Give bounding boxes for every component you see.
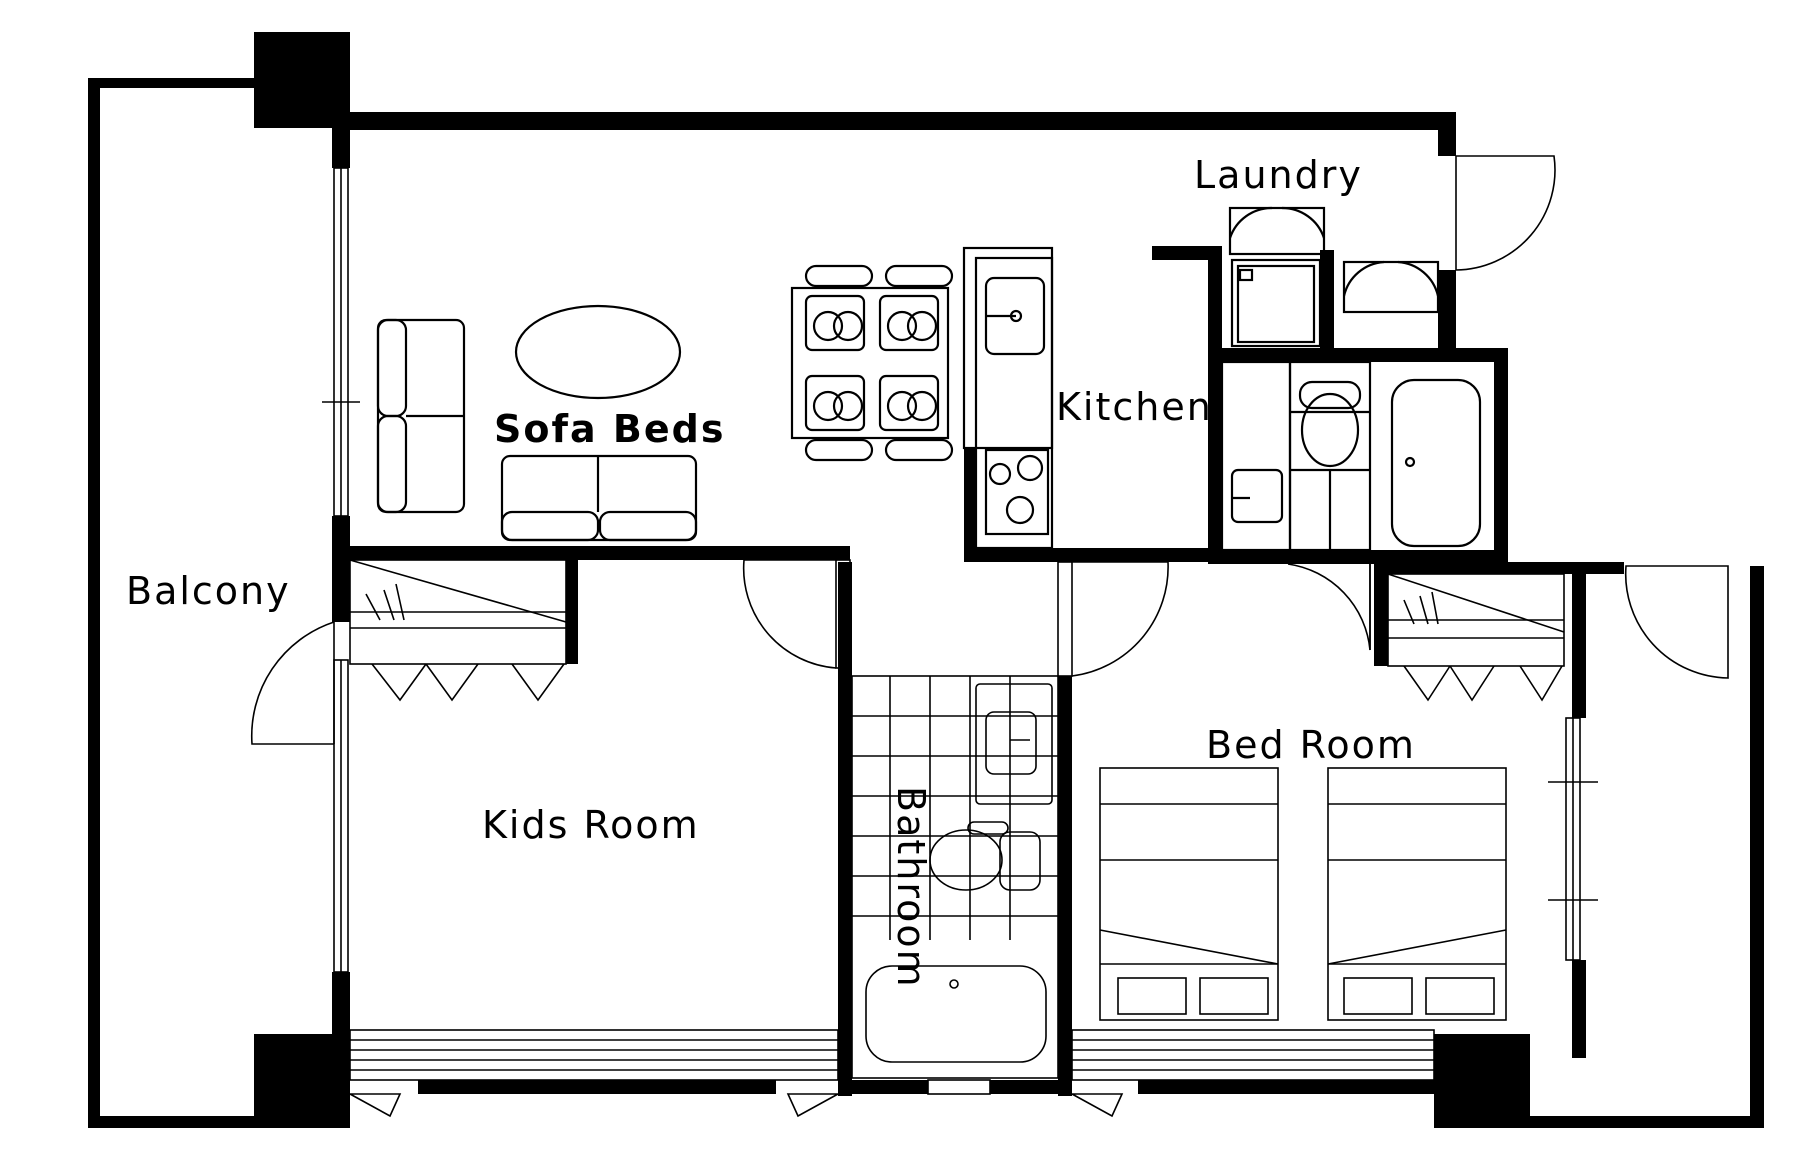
balcony-bottom-rail bbox=[88, 1116, 256, 1128]
laundry-wall-left bbox=[1208, 246, 1222, 562]
kitchen-furniture bbox=[962, 246, 1054, 550]
left-wall-a bbox=[332, 128, 350, 168]
entrance-wall-top bbox=[1438, 112, 1456, 156]
bathtub-lower bbox=[865, 965, 1047, 1063]
coffee-table bbox=[514, 304, 682, 400]
beds bbox=[1099, 767, 1507, 1021]
corridor-right-wall bbox=[1750, 566, 1764, 1128]
wc-wall-right bbox=[1494, 348, 1508, 564]
laundry-furniture bbox=[1228, 206, 1440, 348]
wc-wall-bottom bbox=[1208, 550, 1508, 564]
label-bed-room: Bed Room bbox=[1206, 723, 1416, 767]
bath-right-wall bbox=[1058, 676, 1072, 1096]
dining-table bbox=[790, 286, 950, 440]
bath-left-wall bbox=[838, 562, 852, 1096]
bed-closet-wall-left bbox=[1374, 562, 1388, 666]
kids-closet bbox=[349, 559, 567, 702]
balcony-outer-wall bbox=[88, 78, 100, 1128]
bath-bottom-wall-b bbox=[990, 1080, 1072, 1094]
label-kids-room: Kids Room bbox=[482, 803, 700, 847]
label-kitchen: Kitchen bbox=[1056, 385, 1213, 429]
living-furniture bbox=[376, 264, 954, 542]
top-wall bbox=[350, 112, 1456, 130]
label-balcony: Balcony bbox=[126, 569, 291, 613]
column-top-left bbox=[254, 32, 350, 128]
toilet-upper bbox=[1300, 392, 1360, 468]
bed-bottom-wall bbox=[1138, 1080, 1436, 1094]
entrance-wall-bottom bbox=[1438, 270, 1456, 350]
label-sofa-beds: Sofa Beds bbox=[494, 407, 725, 451]
corridor-bottom-wall bbox=[1524, 1116, 1764, 1128]
doors bbox=[250, 155, 1729, 1118]
windows bbox=[322, 167, 1598, 1095]
living-kids-wall bbox=[332, 546, 850, 560]
stove bbox=[984, 448, 1050, 536]
left-wall-c bbox=[332, 972, 350, 1036]
label-laundry: Laundry bbox=[1194, 153, 1363, 197]
bed-top-wall bbox=[1374, 562, 1624, 574]
bed-right bbox=[1327, 767, 1507, 1021]
wc-wall-top bbox=[1208, 348, 1508, 362]
kitchen-left-wall bbox=[964, 448, 976, 560]
kids-closet-wall bbox=[566, 546, 578, 664]
wc-furniture bbox=[1220, 360, 1482, 552]
washing-machine bbox=[1230, 258, 1322, 348]
laundry-wall-top bbox=[1152, 246, 1222, 260]
walls bbox=[88, 32, 1764, 1128]
kids-bottom-wall bbox=[418, 1080, 776, 1094]
bed-right-wall-a bbox=[1572, 566, 1586, 718]
bed-right-wall-b bbox=[1572, 960, 1586, 1058]
bath-sink bbox=[975, 683, 1053, 805]
wc-sink bbox=[1230, 468, 1284, 524]
left-wall-b bbox=[332, 516, 350, 622]
room-labels: Balcony Laundry Kitchen Sofa Beds Kids R… bbox=[126, 153, 1416, 989]
bed-left bbox=[1099, 767, 1279, 1021]
toilet-lower bbox=[929, 829, 1003, 891]
laundry-wall-mid bbox=[1320, 250, 1334, 350]
bath-bottom-wall-a bbox=[838, 1080, 928, 1094]
balcony-top-rail bbox=[88, 78, 256, 88]
kitchen-bottom-wall bbox=[964, 548, 1214, 562]
label-bathroom: Bathroom bbox=[889, 786, 933, 989]
bed-closet bbox=[1387, 573, 1565, 702]
bathtub-upper bbox=[1390, 378, 1482, 548]
column-bottom-right bbox=[1434, 1034, 1530, 1128]
bathroom-furniture bbox=[851, 675, 1059, 1079]
column-bottom-left bbox=[254, 1034, 350, 1128]
